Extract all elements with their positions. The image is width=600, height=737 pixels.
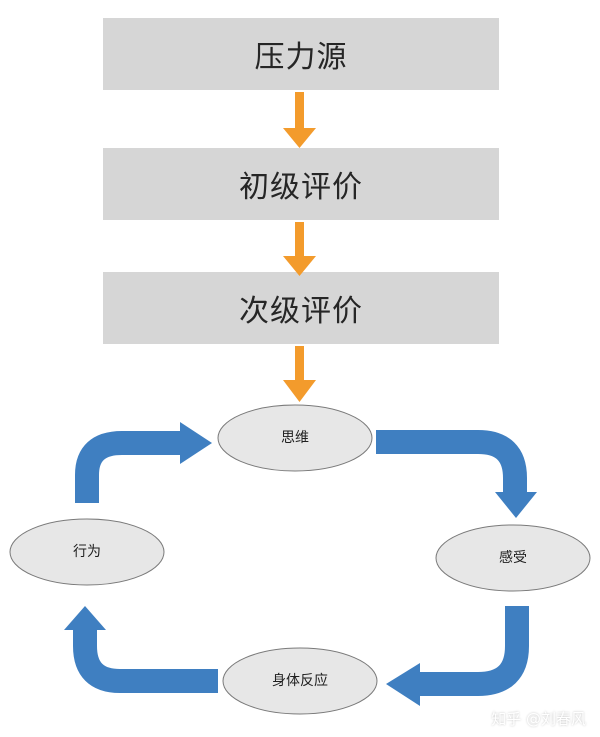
blue-arrowheads bbox=[64, 422, 537, 706]
arrow-stressor-to-primary bbox=[283, 92, 316, 148]
orange-arrows bbox=[283, 92, 316, 402]
arrowhead-up-left bbox=[64, 606, 106, 630]
node-label-thinking: 思维 bbox=[281, 430, 309, 446]
node-thinking: 思维 bbox=[217, 404, 373, 472]
arrowhead-down-right bbox=[495, 492, 537, 518]
stage-label-stressor: 压力源 bbox=[254, 40, 348, 75]
watermark: 知乎 @刘春风 bbox=[491, 710, 586, 728]
blue-cycle-arrows bbox=[73, 430, 529, 696]
arrow-body-to-behavior bbox=[73, 630, 218, 693]
node-body-reaction: 身体反应 bbox=[222, 647, 378, 715]
arrow-thinking-to-feeling bbox=[376, 430, 527, 492]
node-label-body-reaction: 身体反应 bbox=[272, 672, 328, 689]
stage-box-secondary-appraisal: 次级评价 bbox=[103, 272, 499, 344]
arrow-primary-to-secondary bbox=[283, 222, 316, 276]
stage-box-primary-appraisal: 初级评价 bbox=[103, 148, 499, 220]
stage-label-secondary-appraisal: 次级评价 bbox=[239, 294, 363, 329]
arrowhead-right-top bbox=[180, 422, 212, 464]
arrowhead-left-bottom bbox=[386, 663, 420, 706]
arrow-behavior-to-thinking bbox=[75, 431, 180, 503]
stage-label-primary-appraisal: 初级评价 bbox=[239, 170, 363, 205]
node-behavior: 行为 bbox=[9, 518, 165, 586]
stage-box-stressor: 压力源 bbox=[103, 18, 499, 90]
node-feeling: 感受 bbox=[435, 524, 591, 592]
arrow-feeling-to-body bbox=[420, 606, 529, 696]
arrow-secondary-to-thinking bbox=[283, 346, 316, 402]
node-label-behavior: 行为 bbox=[73, 544, 101, 560]
node-label-feeling: 感受 bbox=[499, 549, 527, 566]
